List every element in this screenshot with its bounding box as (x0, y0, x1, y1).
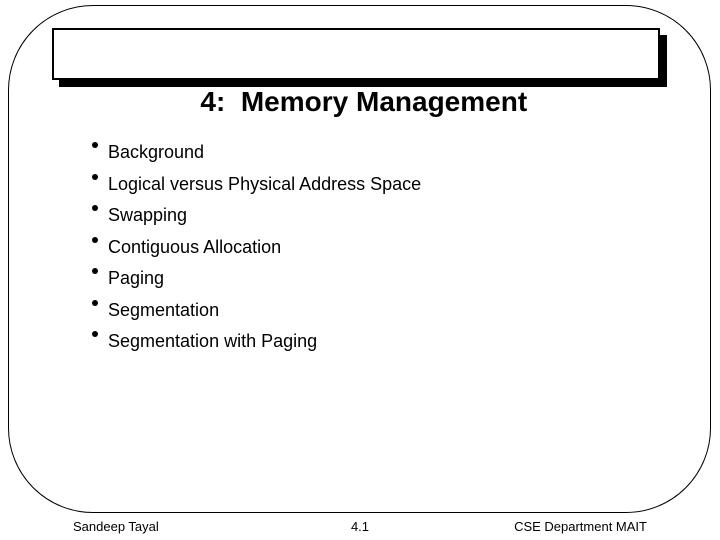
footer-author: Sandeep Tayal (73, 519, 159, 534)
footer-page-number: 4.1 (350, 519, 370, 534)
bullet-dot-icon (92, 173, 98, 180)
bullet-text: Swapping (108, 205, 188, 225)
bullet-item: Segmentation (92, 295, 668, 327)
bullet-dot-icon (92, 299, 98, 306)
footer-department: CSE Department MAIT (514, 519, 647, 534)
bullet-text: Paging (108, 268, 165, 288)
bullet-text: Contiguous Allocation (108, 236, 282, 257)
slide-title-box: 4: Memory Management (52, 28, 660, 117)
bullet-dot-icon (92, 236, 98, 243)
bullet-item: Paging (92, 263, 668, 295)
bullet-dot-icon (92, 205, 98, 211)
bullet-item: Swapping (92, 200, 668, 232)
slide-border (8, 5, 711, 513)
bullet-dot-icon (92, 142, 98, 148)
bullet-item: Segmentation with Paging (92, 326, 668, 358)
bullet-item: Contiguous Allocation (92, 232, 668, 264)
bullet-text: Segmentation (108, 299, 220, 320)
bullet-item: Logical versus Physical Address Space (92, 169, 668, 201)
bullet-text: Logical versus Physical Address Space (108, 173, 422, 194)
bullet-dot-icon (92, 331, 98, 337)
bullet-dot-icon (92, 268, 98, 274)
slide-title: 4: Memory Management (200, 86, 528, 117)
bullet-item: Background (92, 137, 668, 169)
bullet-text: Background (108, 142, 205, 162)
bullet-text: Segmentation with Paging (108, 331, 318, 351)
